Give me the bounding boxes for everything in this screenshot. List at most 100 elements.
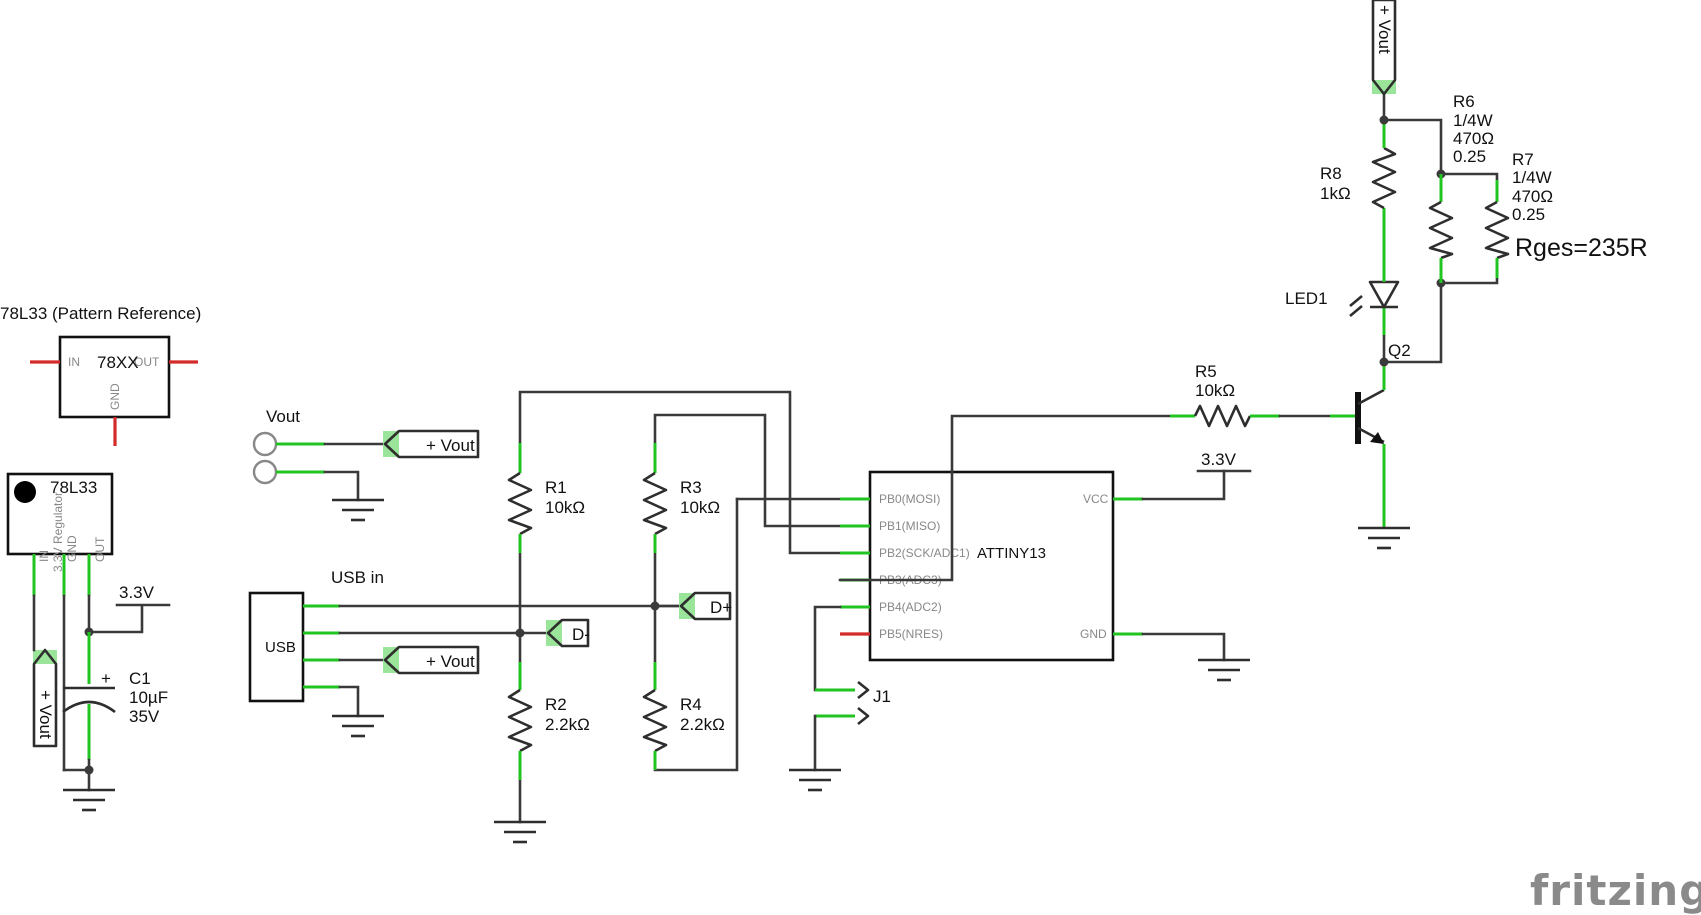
pin-label-pb0: PB0(MOSI) — [879, 492, 940, 506]
r4-name: R4 — [680, 695, 702, 714]
r1-name: R1 — [545, 478, 567, 497]
wire-gnd — [1141, 632, 1226, 662]
wire-r1-to-pb2 — [518, 390, 867, 555]
ground-symbol — [332, 498, 384, 522]
pin-label-in: IN — [68, 355, 80, 369]
attiny13-body[interactable] — [868, 470, 1115, 662]
transistor-q2-collector — [1357, 388, 1385, 406]
orientation-dot-icon — [14, 481, 36, 503]
pin-label-out: OUT — [134, 355, 160, 369]
regulator-78xx-label: 78XX — [97, 353, 139, 372]
wire — [1439, 276, 1499, 285]
ground-symbol — [789, 768, 841, 792]
pin-label-78l33-gnd: GND — [65, 535, 79, 562]
port-highlight — [383, 647, 399, 673]
wire — [338, 685, 360, 718]
r6-name: R6 — [1453, 92, 1475, 111]
attiny13-chip: ATTINY13 PB0(MOSI) PB1(MISO) PB2(SCK/ADC… — [813, 414, 1252, 692]
connector-pin-2[interactable] — [252, 459, 278, 485]
led1-diode[interactable] — [1368, 280, 1400, 309]
regulator-78l33-circuit: 78L33 3.3V Regulator IN GND OUT 3.3V + C… — [6, 472, 171, 812]
j1-arrow-2 — [857, 706, 870, 726]
usb-body[interactable] — [248, 591, 305, 703]
c1-value: 10µF — [129, 688, 168, 707]
pin-label-pb4: PB4(ADC2) — [879, 600, 942, 614]
regulator-78xx-reference: 78L33 (Pattern Reference) IN OUT 78XX GN… — [0, 304, 201, 446]
resistor-r6[interactable] — [1428, 200, 1454, 260]
r3-value: 10kΩ — [680, 498, 720, 517]
r6-power: 1/4W — [1453, 111, 1493, 130]
wire-vcc — [1141, 469, 1226, 501]
resistor-r5[interactable] — [1193, 404, 1252, 428]
r2-name: R2 — [545, 695, 567, 714]
r7-power: 1/4W — [1512, 168, 1552, 187]
wire-pb4-to-j1 — [813, 605, 847, 692]
wire — [323, 470, 360, 502]
r3-name: R3 — [680, 478, 702, 497]
wire-r4-loop — [653, 497, 739, 772]
c1-voltage: 35V — [129, 707, 160, 726]
driver-stage: R5 10kΩ Q2 LED1 R8 1kΩ — [1170, 0, 1648, 550]
resistor-r7[interactable] — [1484, 200, 1510, 260]
jumper-j1: J1 — [789, 680, 891, 792]
emitter-arrow-icon — [1370, 432, 1384, 444]
port-d-plus[interactable] — [679, 591, 732, 621]
pin-label-gnd: GND — [1080, 627, 1107, 641]
ground-symbol — [332, 714, 384, 738]
resistor-r3[interactable] — [642, 471, 668, 536]
led-ray-icon — [1349, 305, 1363, 317]
r7-name: R7 — [1512, 150, 1534, 169]
regulator-78xx-body[interactable] — [58, 335, 171, 419]
connector-pin-1[interactable] — [252, 431, 278, 457]
port-d-plus-label: D+ — [710, 598, 732, 617]
pin-label-78l33-in: IN — [37, 550, 51, 562]
port-highlight — [383, 431, 399, 457]
resistor-r2[interactable] — [507, 688, 533, 753]
supply-3v3-label: 3.3V — [119, 583, 155, 602]
port-vout-2[interactable] — [383, 645, 480, 675]
port-vout-top-label: + Vout — [1375, 5, 1394, 54]
supply-3v3-label-2: 3.3V — [1201, 450, 1237, 469]
r5-value: 10kΩ — [1195, 381, 1235, 400]
r6-tolerance: 0.25 — [1453, 147, 1486, 166]
ground-symbol — [1198, 658, 1250, 682]
pin-label-pb5: PB5(NRES) — [879, 627, 943, 641]
resistor-r1[interactable] — [507, 471, 533, 536]
wire — [1439, 172, 1499, 182]
regulator-78l33-sub: 3.3V Regulator — [51, 492, 65, 572]
pin-label-pb1: PB1(MISO) — [879, 519, 940, 533]
r6-value: 470Ω — [1453, 129, 1494, 148]
fritzing-logo: fritzing — [1530, 866, 1701, 915]
junction-dot — [515, 628, 525, 638]
led1-label: LED1 — [1285, 289, 1328, 308]
port-highlight — [33, 650, 57, 664]
junction-dot — [1379, 115, 1389, 125]
resistor-r4[interactable] — [642, 688, 668, 753]
capacitor-c1-plate-curved[interactable] — [62, 700, 116, 714]
rges-note: Rges=235R — [1515, 234, 1648, 262]
chip-label: ATTINY13 — [977, 545, 1046, 562]
port-vout-top[interactable] — [1371, 0, 1397, 96]
wire-r3-to-pb1 — [653, 413, 867, 528]
port-d-minus[interactable] — [546, 618, 590, 648]
resistor-r8[interactable] — [1371, 146, 1397, 210]
port-d-minus-label: D- — [572, 625, 590, 644]
j1-arrow-1 — [857, 680, 870, 700]
j1-label: J1 — [873, 687, 891, 706]
port-vout-1-label: + Vout — [426, 436, 475, 455]
led-ray-icon — [1349, 295, 1363, 307]
port-vout-vertical[interactable] — [32, 648, 58, 748]
wire — [87, 605, 144, 634]
r5-name: R5 — [1195, 362, 1217, 381]
usb-connector: USB in USB + Vout — [248, 568, 692, 738]
vout-connector: Vout + Vout — [252, 407, 480, 522]
usb-label: USB — [265, 639, 296, 656]
pin-label-pb2: PB2(SCK/ADC1) — [879, 546, 970, 560]
ground-symbol — [494, 820, 546, 844]
wire-collector-to-r6r7 — [1382, 281, 1443, 364]
r4-value: 2.2kΩ — [680, 715, 725, 734]
junction-dot — [1379, 357, 1389, 367]
port-vout-1[interactable] — [383, 429, 480, 459]
divider-network: R1 10kΩ R2 2.2kΩ R3 10kΩ R4 2.2kΩ D- D+ — [494, 390, 867, 844]
q2-label: Q2 — [1388, 341, 1411, 360]
